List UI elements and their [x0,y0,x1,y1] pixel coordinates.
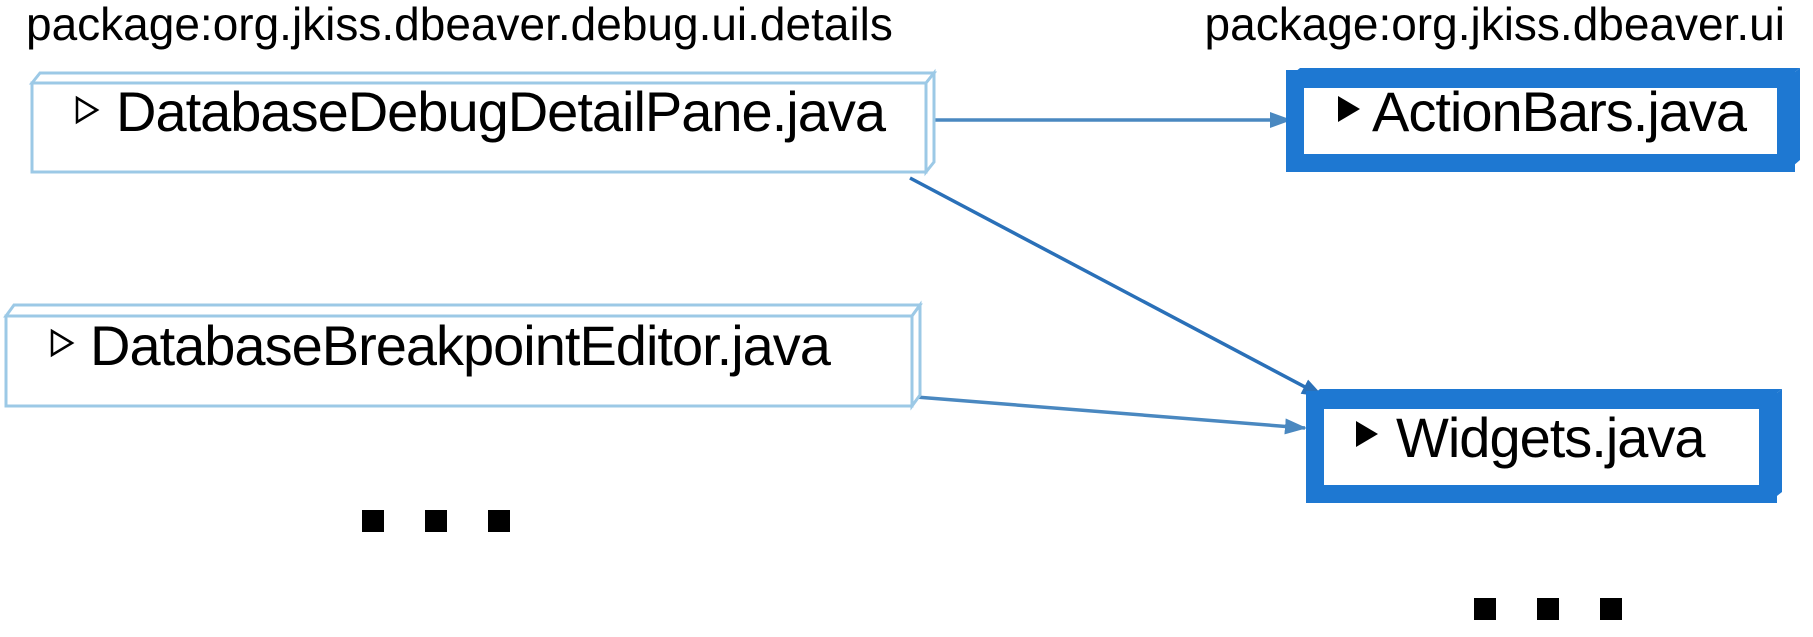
node-box [1306,391,1777,503]
class-node-widgets[interactable]: Widgets.java [1306,389,1782,503]
ellipsis-dot [1537,598,1559,620]
ellipsis-dot [425,510,447,532]
node-box [30,81,928,174]
solid-triangle-icon [1338,96,1360,122]
package-label-right: package:org.jkiss.dbeaver.ui [1205,0,1785,50]
class-label: DatabaseDebugDetailPane.java [116,80,887,143]
edge-breakpointeditor-to-widgets [915,395,1307,435]
class-label: ActionBars.java [1372,80,1748,143]
ellipsis-dot [362,510,384,532]
class-label: Widgets.java [1396,406,1706,469]
class-node-database-debug-detail-pane[interactable]: DatabaseDebugDetailPane.java [28,68,938,177]
class-label: DatabaseBreakpointEditor.java [90,314,832,377]
edge-detailpane-to-widgets [909,176,1324,398]
ellipsis-left [362,510,510,532]
open-triangle-icon [75,95,100,125]
ellipsis-dot [1600,598,1622,620]
node-box [1286,70,1795,172]
solid-triangle-icon [1356,421,1378,447]
node-box [4,314,914,408]
ellipsis-dot [488,510,510,532]
ellipsis-dot [1474,598,1496,620]
class-node-database-breakpoint-editor[interactable]: DatabaseBreakpointEditor.java [3,300,923,411]
package-label-left: package:org.jkiss.dbeaver.debug.ui.detai… [26,0,893,50]
ellipsis-right [1474,598,1622,620]
open-triangle-icon [50,328,75,358]
class-node-action-bars[interactable]: ActionBars.java [1286,68,1800,172]
